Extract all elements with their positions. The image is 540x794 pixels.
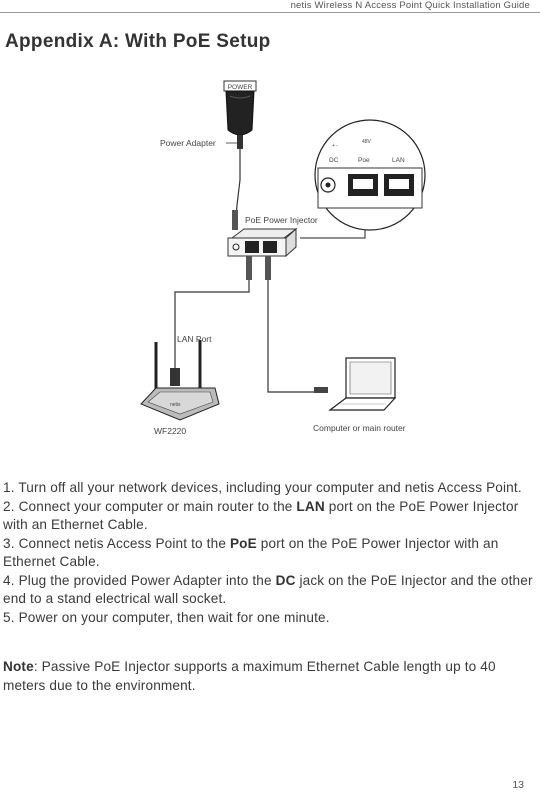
power-adapter-label: Power Adapter	[160, 138, 216, 148]
note-paragraph: Note: Passive PoE Injector supports a ma…	[3, 658, 539, 695]
dc-plug	[232, 210, 238, 230]
injector-dc-jack	[232, 243, 240, 251]
note-label: Note	[3, 659, 34, 674]
header-rule	[0, 12, 540, 13]
svg-text:48V: 48V	[362, 139, 372, 145]
poe-cable-plug	[246, 256, 252, 280]
poe-injector-label: PoE Power Injector	[245, 215, 318, 225]
inset-poe-label: Poe	[358, 157, 370, 164]
note-text: : Passive PoE Injector supports a maximu…	[3, 659, 496, 693]
injector-lan-port	[263, 241, 277, 253]
running-header: netis Wireless N Access Point Quick Inst…	[290, 0, 530, 11]
lan-cable	[267, 280, 318, 393]
power-badge: POWER	[228, 84, 253, 91]
dc-keyword: DC	[275, 572, 296, 588]
page-number: 13	[512, 779, 524, 791]
poe-cable	[174, 280, 250, 372]
access-point: netis	[140, 340, 220, 421]
step-3: 3. Connect netis Access Point to the PoE…	[3, 535, 499, 570]
lan-cable-plug	[265, 256, 271, 280]
device-label: WF2220	[154, 426, 186, 436]
step-1: 1. Turn off all your network devices, in…	[3, 480, 522, 495]
port-inset: + - 48V DC Poe LAN	[314, 119, 426, 231]
computer-label: Computer or main router	[313, 423, 406, 433]
inset-callout	[300, 230, 366, 239]
step-2: 2. Connect your computer or main router …	[3, 498, 519, 533]
lan-port-label: LAN Port	[177, 334, 212, 344]
power-adapter: POWER	[223, 80, 257, 149]
laptop	[328, 357, 397, 411]
inset-lan-label: LAN	[392, 157, 405, 164]
computer-plug	[314, 387, 328, 393]
svg-text:netis: netis	[170, 402, 181, 408]
instruction-steps: 1. Turn off all your network devices, in…	[3, 479, 539, 627]
lan-keyword: LAN	[296, 498, 325, 514]
svg-text:+ -: + -	[332, 143, 338, 149]
inset-dc-label: DC	[329, 157, 339, 164]
poe-keyword: PoE	[229, 535, 257, 551]
poe-injector	[227, 227, 298, 258]
step-5: 5. Power on your computer, then wait for…	[3, 609, 330, 625]
injector-poe-port	[245, 241, 259, 253]
poe-setup-diagram: POWER Power Adapter + - 48V DC Poe LAN P…	[140, 80, 426, 436]
step-4: 4. Plug the provided Power Adapter into …	[3, 572, 533, 607]
page-title: Appendix A: With PoE Setup	[5, 31, 271, 52]
